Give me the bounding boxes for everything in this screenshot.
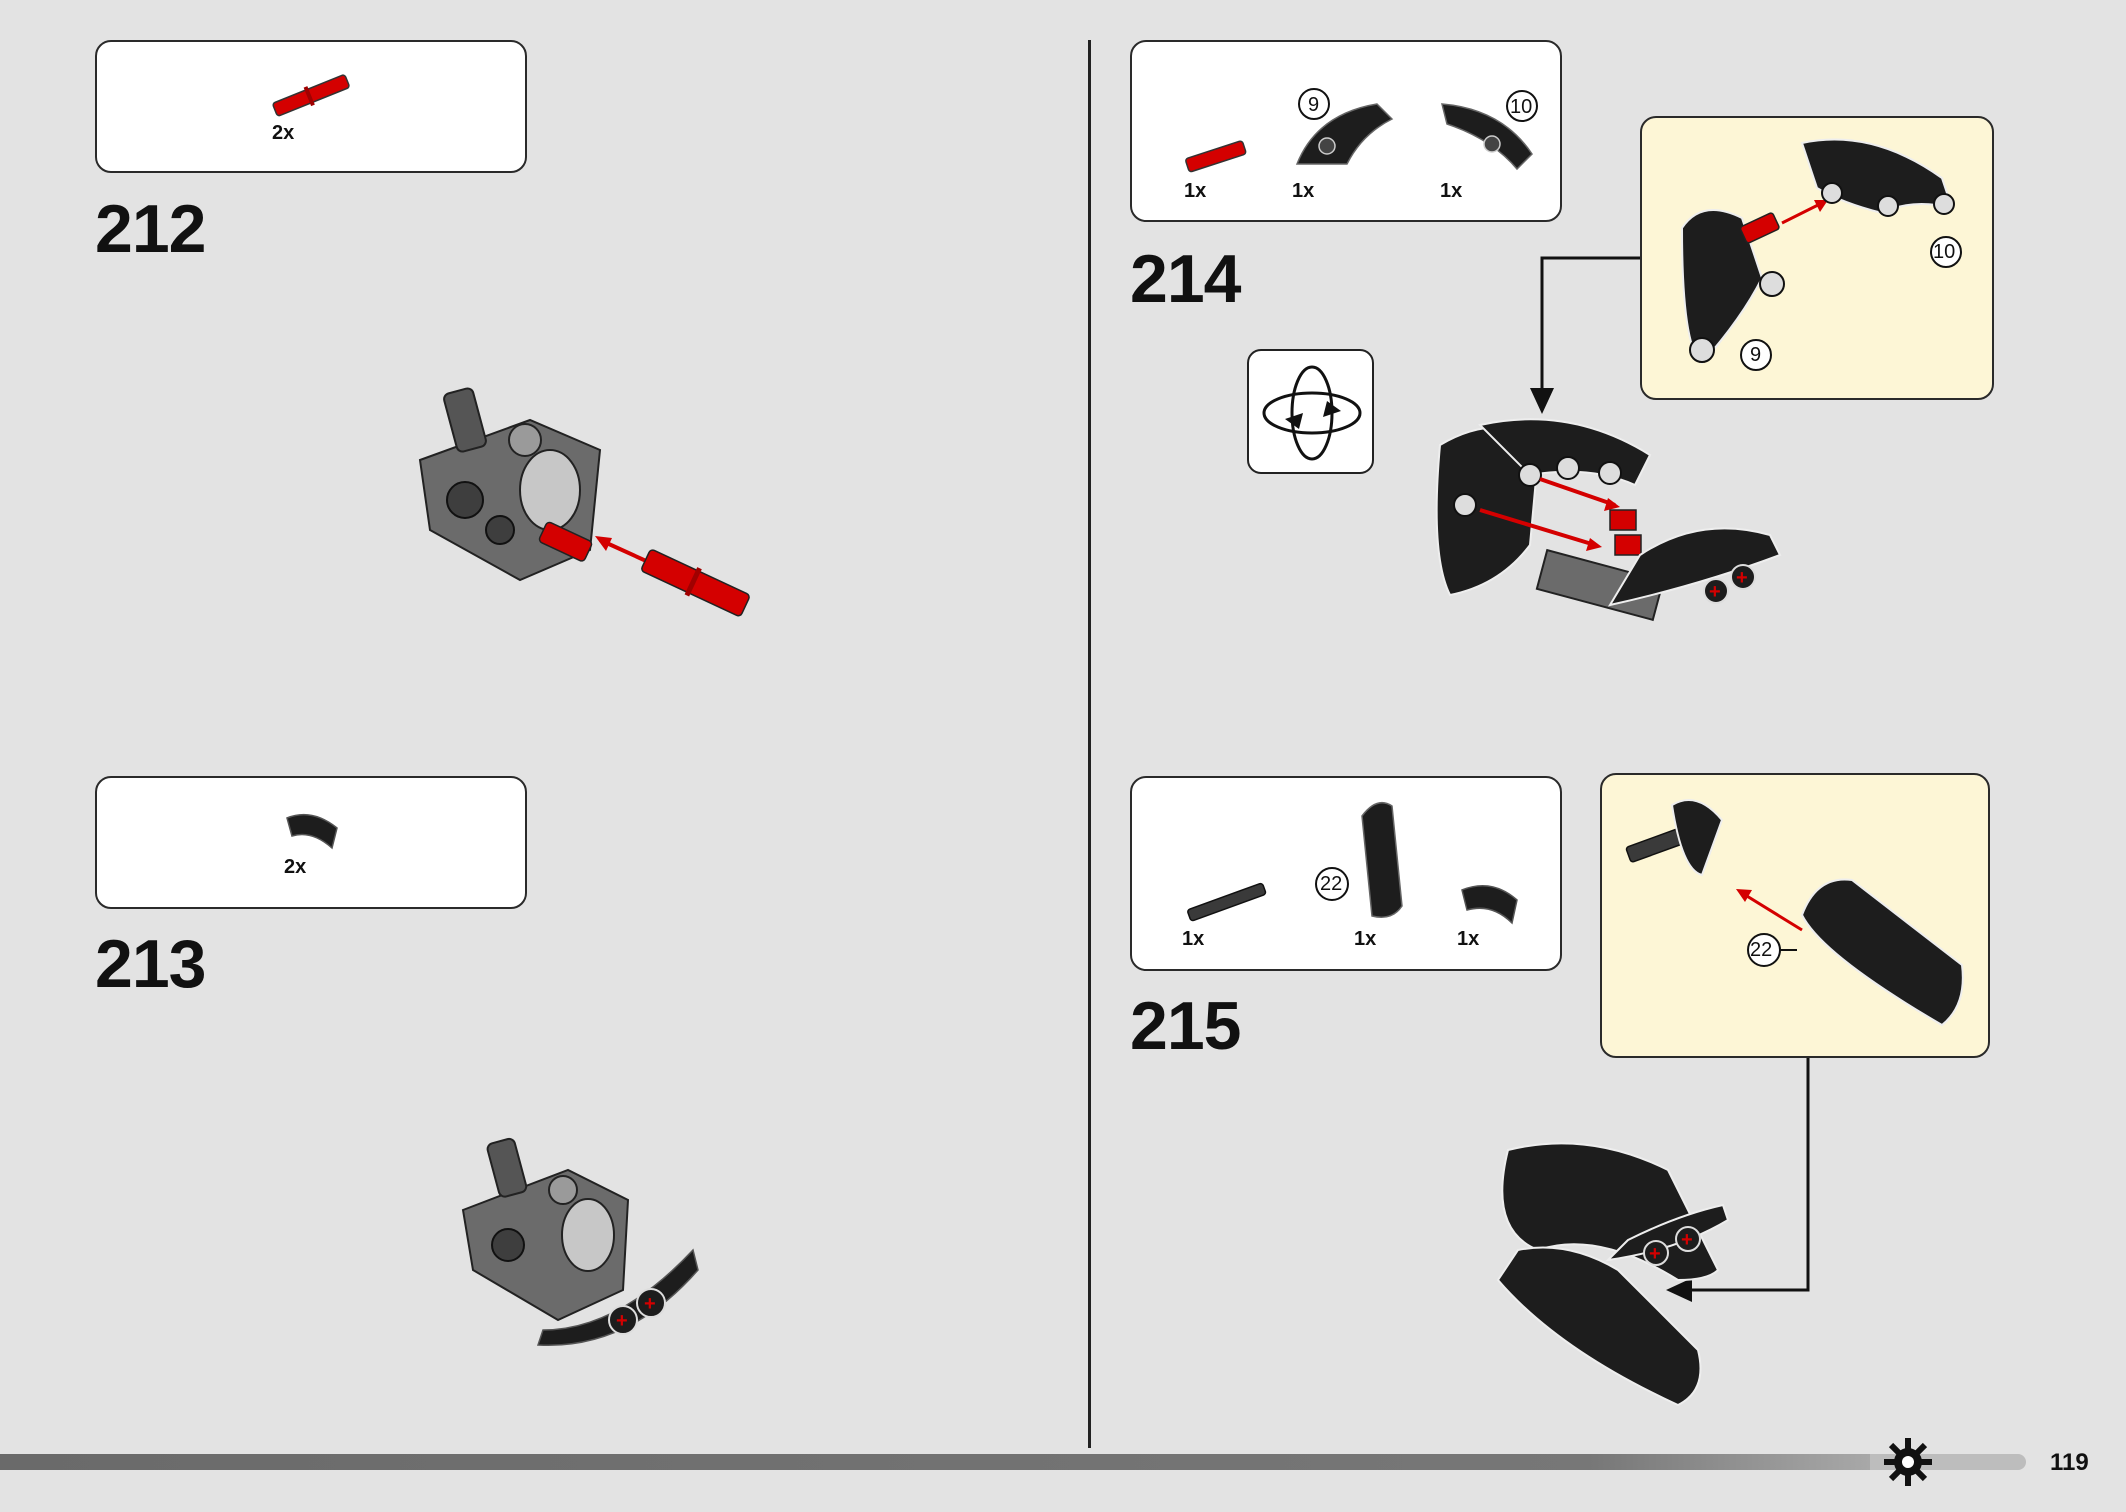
sub-assembly-illustration [1625,799,1964,1027]
step-number-215: 215 [1130,988,1241,1064]
black-panel-22-icon [1361,801,1403,918]
red-axle-pin-icon [1185,140,1247,173]
part-quantity: 1x [1354,928,1377,950]
parts-list-212: 2x [95,40,527,173]
part-quantity: 2x [284,856,307,878]
element-id-10: 10 [1510,96,1533,118]
black-curved-panel-9-icon [1295,103,1394,165]
assembly-model-212 [418,387,750,617]
progress-bar-fill [0,1454,1870,1470]
parts-list-215: 1x 22 1x 1x [1130,776,1562,971]
part-quantity: 1x [1457,928,1480,950]
callout-arrow-214 [1530,256,1640,414]
rotate-model-box [1247,349,1374,474]
svg-text:+: + [616,1310,628,1332]
page-divider [1088,40,1091,1448]
part-quantity: 1x [1440,180,1463,202]
part-quantity: 2x [272,122,295,144]
step-number-212: 212 [95,191,206,267]
part-quantity: 1x [1292,180,1315,202]
part-quantity: 1x [1182,928,1205,950]
callout-label-22: 22 [1750,939,1773,961]
black-axle-icon [1187,882,1267,922]
assembly-model-213: + + [461,1137,699,1347]
part-quantity: 1x [1184,180,1207,202]
sub-assembly-callout-215: 22 [1600,773,1990,1058]
element-id-circle-9 [1298,88,1330,120]
sub-assembly-illustration [1680,138,1962,371]
rotate-model-icon [1262,365,1362,461]
black-curved-panel-icon [286,813,338,850]
parts-list-213: 2x [95,776,527,909]
page-number: 119 [2050,1449,2089,1476]
element-id-22: 22 [1320,873,1343,895]
callout-label-10: 10 [1933,241,1956,263]
svg-text:+: + [1736,567,1748,589]
svg-text:+: + [644,1293,656,1315]
svg-text:+: + [1649,1243,1661,1265]
step-number-214: 214 [1130,241,1241,317]
sub-assembly-callout-214: 10 9 [1640,116,1994,400]
assembly-model-215: + + [1496,1142,1730,1407]
black-curved-panel-10-icon [1441,103,1533,171]
callout-label-9: 9 [1750,344,1762,366]
svg-text:+: + [1709,581,1721,603]
svg-text:+: + [1681,1229,1693,1251]
callout-arrow-215 [1666,1058,1810,1302]
black-curved-panel-icon [1461,885,1518,925]
element-id-9: 9 [1308,94,1320,116]
red-axle-pin-icon [272,74,350,117]
step-number-213: 213 [95,926,206,1002]
element-id-circle-10 [1506,90,1538,122]
gear-icon [1884,1438,1932,1486]
assembly-model-214: + + [1435,418,1782,622]
element-id-circle-22 [1315,867,1349,901]
parts-list-214: 1x 9 1x 10 1x [1130,40,1562,222]
